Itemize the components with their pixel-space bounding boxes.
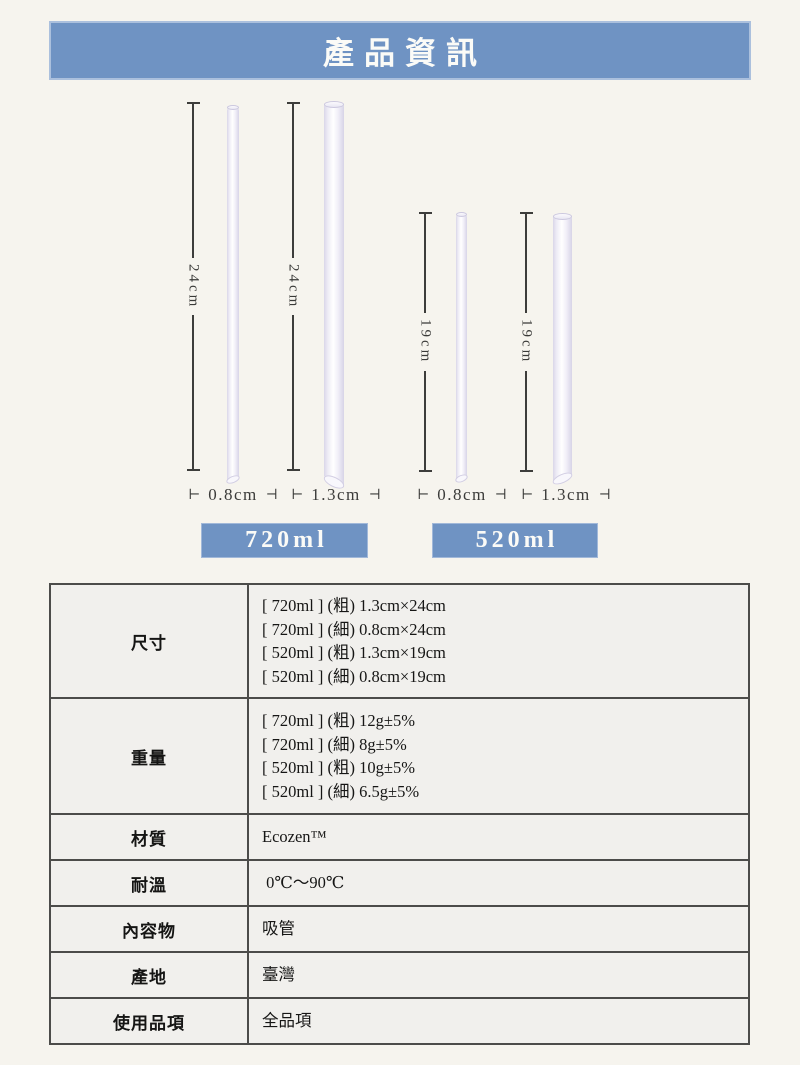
height-label: 19cm [518, 319, 535, 365]
row-label: 重量 [49, 697, 249, 815]
straw-720ml-thin [225, 105, 241, 485]
row-value: 0℃～90℃ [247, 859, 750, 907]
table-row-temperature: 耐溫 0℃～90℃ [49, 859, 750, 907]
height-label: 19cm [417, 319, 434, 365]
table-row-material: 材質 Ecozen™ [49, 813, 750, 861]
straw-top-opening [456, 212, 467, 217]
row-label: 尺寸 [49, 583, 249, 699]
row-value: Ecozen™ [247, 813, 750, 861]
page-title: 產品資訊 [323, 36, 487, 71]
dimension-cap-left: ⊢ [417, 487, 430, 503]
dimension-line [525, 214, 527, 314]
height-dimension-720-thin: 24cm [185, 102, 202, 472]
dimension-cap [186, 102, 200, 104]
dimension-line [525, 370, 527, 471]
straw-520ml-thin [454, 212, 469, 484]
height-label: 24cm [185, 263, 202, 310]
spec-line: [ 520ml ] (細) 0.8cm×19cm [262, 666, 446, 686]
table-row-dimensions: 尺寸 [ 720ml ] (粗) 1.3cm×24cm [ 720ml ] (細… [49, 583, 750, 699]
height-dimension-720-thick: 24cm [285, 102, 302, 472]
width-label: 0.8cm [208, 485, 258, 504]
height-dimension-520-thin: 19cm [417, 212, 434, 473]
dimension-cap-left: ⊢ [291, 487, 304, 503]
spec-line: Ecozen™ [262, 827, 327, 847]
dimension-cap-right: ⊣ [598, 487, 611, 503]
width-dimension-720-thin: ⊢ 0.8cm ⊣ [173, 485, 293, 505]
table-row-contents: 內容物 吸管 [49, 905, 750, 953]
spec-line: [ 720ml ] (細) 8g±5% [262, 734, 407, 754]
dimension-cap [418, 212, 432, 214]
width-label: 1.3cm [541, 485, 591, 504]
row-label: 耐溫 [49, 859, 249, 907]
row-value: [ 720ml ] (粗) 12g±5% [ 720ml ] (細) 8g±5%… [247, 697, 750, 815]
volume-label-520ml: 520ml [432, 523, 598, 558]
row-label: 使用品項 [49, 997, 249, 1045]
dimension-cap [418, 470, 432, 473]
straw-tube [553, 214, 572, 483]
straw-720ml-thick [321, 101, 347, 491]
dimension-cap-left: ⊢ [521, 487, 534, 503]
spec-line: [ 720ml ] (粗) 12g±5% [262, 711, 415, 730]
row-value: [ 720ml ] (粗) 1.3cm×24cm [ 720ml ] (細) 0… [247, 583, 750, 699]
volume-label-720ml: 720ml [201, 523, 368, 558]
dimension-line [292, 315, 294, 470]
dimension-line [192, 104, 194, 258]
width-label: 0.8cm [437, 485, 487, 504]
dimension-line [192, 315, 194, 470]
dimension-cap [519, 470, 533, 473]
row-label: 材質 [49, 813, 249, 861]
width-label: 1.3cm [311, 485, 361, 504]
spec-table: 尺寸 [ 720ml ] (粗) 1.3cm×24cm [ 720ml ] (細… [49, 583, 750, 1045]
dimension-cap [186, 469, 200, 472]
straw-top-opening [553, 213, 572, 220]
table-row-weight: 重量 [ 720ml ] (粗) 12g±5% [ 720ml ] (細) 8g… [49, 697, 750, 815]
spec-line: [ 520ml ] (粗) 1.3cm×19cm [262, 643, 446, 662]
table-row-origin: 產地 臺灣 [49, 951, 750, 999]
table-row-applicable-items: 使用品項 全品項 [49, 997, 750, 1045]
height-dimension-520-thick: 19cm [518, 212, 535, 473]
straw-top-opening [324, 101, 344, 108]
spec-line: 臺灣 [262, 965, 295, 985]
spec-line: 全品項 [262, 1011, 312, 1031]
spec-line: [ 720ml ] (粗) 1.3cm×24cm [262, 596, 446, 615]
dimension-line [292, 104, 294, 258]
dimension-cap [286, 102, 300, 104]
height-label: 24cm [285, 263, 302, 310]
dimension-cap [286, 469, 300, 472]
straw-520ml-thick [551, 213, 574, 487]
dimension-cap-right: ⊣ [494, 487, 507, 503]
straw-tube [227, 106, 239, 482]
width-dimension-720-thick: ⊢ 1.3cm ⊣ [276, 485, 396, 505]
width-dimension-520-thin: ⊢ 0.8cm ⊣ [402, 485, 522, 505]
row-label: 產地 [49, 951, 249, 999]
dimension-cap-right: ⊣ [265, 487, 278, 503]
straw-tube [456, 213, 467, 481]
spec-line: [ 520ml ] (細) 6.5g±5% [262, 781, 420, 801]
spec-line: 吸管 [262, 919, 295, 939]
dimension-cap-right: ⊣ [368, 487, 381, 503]
straw-tube [324, 102, 344, 487]
spec-line: 0℃～90℃ [262, 873, 345, 893]
row-label: 內容物 [49, 905, 249, 953]
spec-table-container: 尺寸 [ 720ml ] (粗) 1.3cm×24cm [ 720ml ] (細… [49, 583, 750, 1045]
row-value: 臺灣 [247, 951, 750, 999]
spec-line: [ 520ml ] (粗) 10g±5% [262, 758, 415, 777]
spec-line: [ 720ml ] (細) 0.8cm×24cm [262, 619, 446, 639]
dimension-line [424, 370, 426, 471]
dimension-cap-left: ⊢ [188, 487, 201, 503]
dimension-line [424, 214, 426, 314]
row-value: 全品項 [247, 997, 750, 1045]
width-dimension-520-thick: ⊢ 1.3cm ⊣ [506, 485, 626, 505]
dimension-cap [519, 212, 533, 214]
row-value: 吸管 [247, 905, 750, 953]
header-banner: 產品資訊 [49, 21, 751, 80]
straw-top-opening [227, 105, 239, 110]
